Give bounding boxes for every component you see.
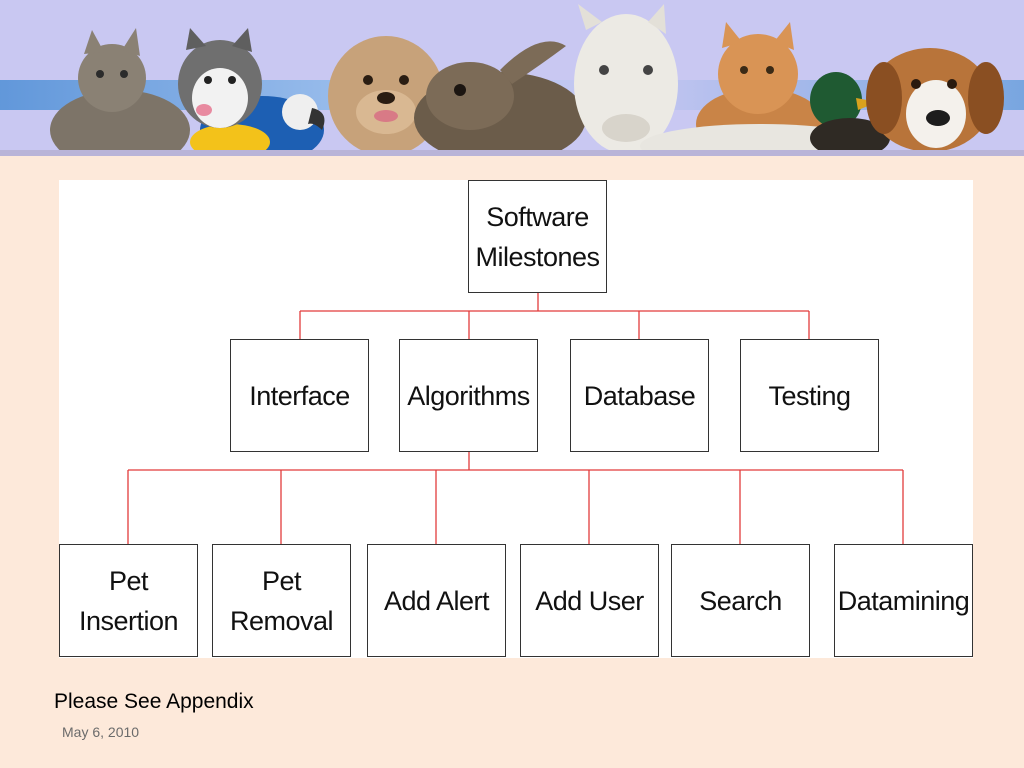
- parrot-icon: [190, 94, 325, 156]
- banner-bottom-edge: [0, 150, 1024, 156]
- node-software-milestones: Software Milestones: [468, 180, 607, 293]
- node-interface: Interface: [230, 339, 369, 452]
- node-testing: Testing: [740, 339, 879, 452]
- node-add-alert: Add Alert: [367, 544, 506, 657]
- cat-icon: [50, 28, 190, 156]
- node-algorithms: Algorithms: [399, 339, 538, 452]
- banner-art: [50, 4, 1004, 156]
- node-pet-removal: Pet Removal: [212, 544, 351, 657]
- node-search: Search: [671, 544, 810, 657]
- node-database: Database: [570, 339, 709, 452]
- appendix-note: Please See Appendix: [54, 690, 254, 713]
- rabbit-icon: [414, 41, 586, 156]
- husky-icon: [178, 28, 262, 128]
- dog-icon: [328, 36, 444, 156]
- node-datamining: Datamining: [834, 544, 973, 657]
- node-add-user: Add User: [520, 544, 659, 657]
- animal-banner: [0, 0, 1024, 156]
- slide-date: May 6, 2010: [62, 724, 140, 740]
- node-pet-insertion: Pet Insertion: [59, 544, 198, 657]
- horse-icon: [574, 4, 678, 154]
- beagle-icon: [866, 48, 1004, 152]
